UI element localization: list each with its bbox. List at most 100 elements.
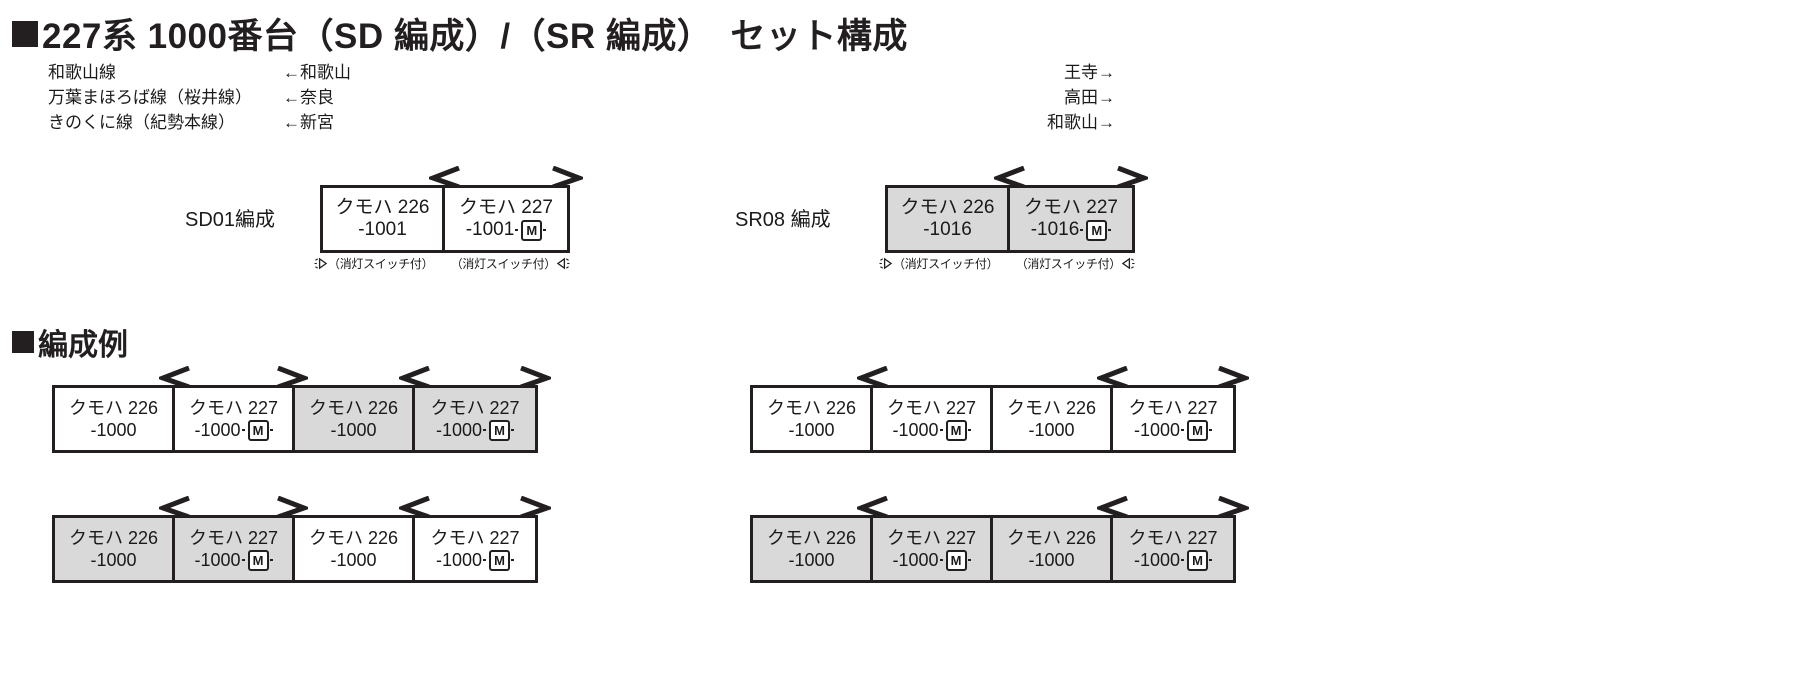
motor-connector — [1108, 229, 1112, 231]
car-type-label: クモハ 226 — [308, 528, 399, 548]
headlight-note: （消灯スイッチ付） — [442, 255, 570, 272]
motor-connector — [241, 429, 245, 431]
motor-connector — [967, 429, 971, 431]
car-type-label: クモハ 226 — [1006, 398, 1097, 418]
car-number-label: -1000 — [90, 420, 137, 440]
car-number-label: -1000 — [90, 550, 137, 570]
car-number-label: -1001 — [358, 219, 407, 240]
headlight-note: （消灯スイッチ付） — [314, 255, 442, 272]
motor-badge: M — [489, 549, 511, 571]
motor-connector — [939, 559, 943, 561]
route-name: 万葉まほろば線（桜井線） — [48, 88, 252, 107]
motor-connector — [511, 559, 515, 561]
car-cell: クモハ 226-1000 — [753, 518, 873, 580]
pantograph-left-icon — [159, 496, 193, 518]
car-type-label: クモハ 226 — [335, 197, 430, 218]
car-cell: クモハ 226-1000 — [295, 518, 415, 580]
motor-badge: M — [247, 419, 269, 441]
pantograph-left-icon — [1097, 366, 1131, 388]
route-name: 和歌山線 — [48, 63, 116, 82]
page-title-text: 227系 1000番台（SD 編成）/（SR 編成） セット構成 — [42, 17, 908, 56]
pantograph-left-icon — [1097, 496, 1131, 518]
motor-connector — [1080, 229, 1084, 231]
headlight-note-row: （消灯スイッチ付） （消灯スイッチ付） — [314, 255, 570, 272]
car-number-label: -1000 — [1028, 420, 1075, 440]
car-type-label: クモハ 226 — [766, 398, 857, 418]
motor-connector — [1181, 429, 1185, 431]
motor-badge: M — [521, 219, 543, 241]
route-row: 万葉まほろば線（桜井線） ←奈良 — [48, 85, 373, 110]
title-bullet-icon — [12, 20, 38, 47]
motor-badge: M — [1187, 419, 1209, 441]
motor-badge: M — [247, 549, 269, 571]
car-type-label: クモハ 227 — [188, 528, 279, 548]
car-type-label: クモハ 226 — [766, 528, 857, 548]
motor-badge: M — [489, 419, 511, 441]
motor-connector — [515, 229, 519, 231]
car-cell: クモハ 226-1000 — [993, 518, 1113, 580]
motor-badge: M — [945, 419, 967, 441]
pantograph-right-icon — [517, 366, 551, 388]
route-origin: ←新宮 — [283, 113, 334, 132]
car-cell: クモハ 226-1000 — [295, 388, 415, 450]
car-type-label: クモハ 226 — [900, 197, 995, 218]
car-type-label: クモハ 227 — [188, 398, 279, 418]
car-type-label: クモハ 226 — [1006, 528, 1097, 548]
car-type-label: クモハ 227 — [430, 398, 520, 418]
motor-badge: M — [945, 549, 967, 571]
route-legend: 和歌山線 ←和歌山 万葉まほろば線（桜井線） ←奈良 きのくに線（紀勢本線） ←… — [48, 60, 373, 135]
car-cell: クモハ 226-1000 — [55, 388, 175, 450]
motor-connector — [241, 559, 245, 561]
car-type-label: クモハ 227 — [459, 197, 553, 218]
route-row: 和歌山線 ←和歌山 — [48, 60, 373, 85]
pantograph-left-icon — [429, 166, 463, 188]
route-row: きのくに線（紀勢本線） ←新宮 — [48, 110, 373, 135]
headlight-note-text: （消灯スイッチ付） — [893, 257, 999, 271]
motor-connector — [483, 559, 487, 561]
headlight-note: （消灯スイッチ付） — [879, 255, 1007, 272]
motor-connector — [1181, 559, 1185, 561]
car-number-label: -1000 — [788, 550, 835, 570]
motor-connector — [511, 429, 515, 431]
headlight-icon — [314, 257, 328, 270]
car-cell: クモハ 226-1000 — [753, 388, 873, 450]
route-origin: ←和歌山 — [283, 63, 351, 82]
motor-connector — [543, 229, 547, 231]
headlight-note-row: （消灯スイッチ付） （消灯スイッチ付） — [879, 255, 1135, 272]
headlight-note: （消灯スイッチ付） — [1007, 255, 1135, 272]
headlight-note-text: （消灯スイッチ付） — [328, 257, 434, 271]
route-name: きのくに線（紀勢本線） — [48, 113, 235, 132]
motor-badge: M — [1086, 219, 1108, 241]
pantograph-right-icon — [1215, 366, 1249, 388]
section-bullet-icon — [12, 331, 34, 353]
route-destinations: 王寺→ 高田→ 和歌山→ — [930, 60, 1115, 135]
car-cell: クモハ 226-1000 — [993, 388, 1113, 450]
